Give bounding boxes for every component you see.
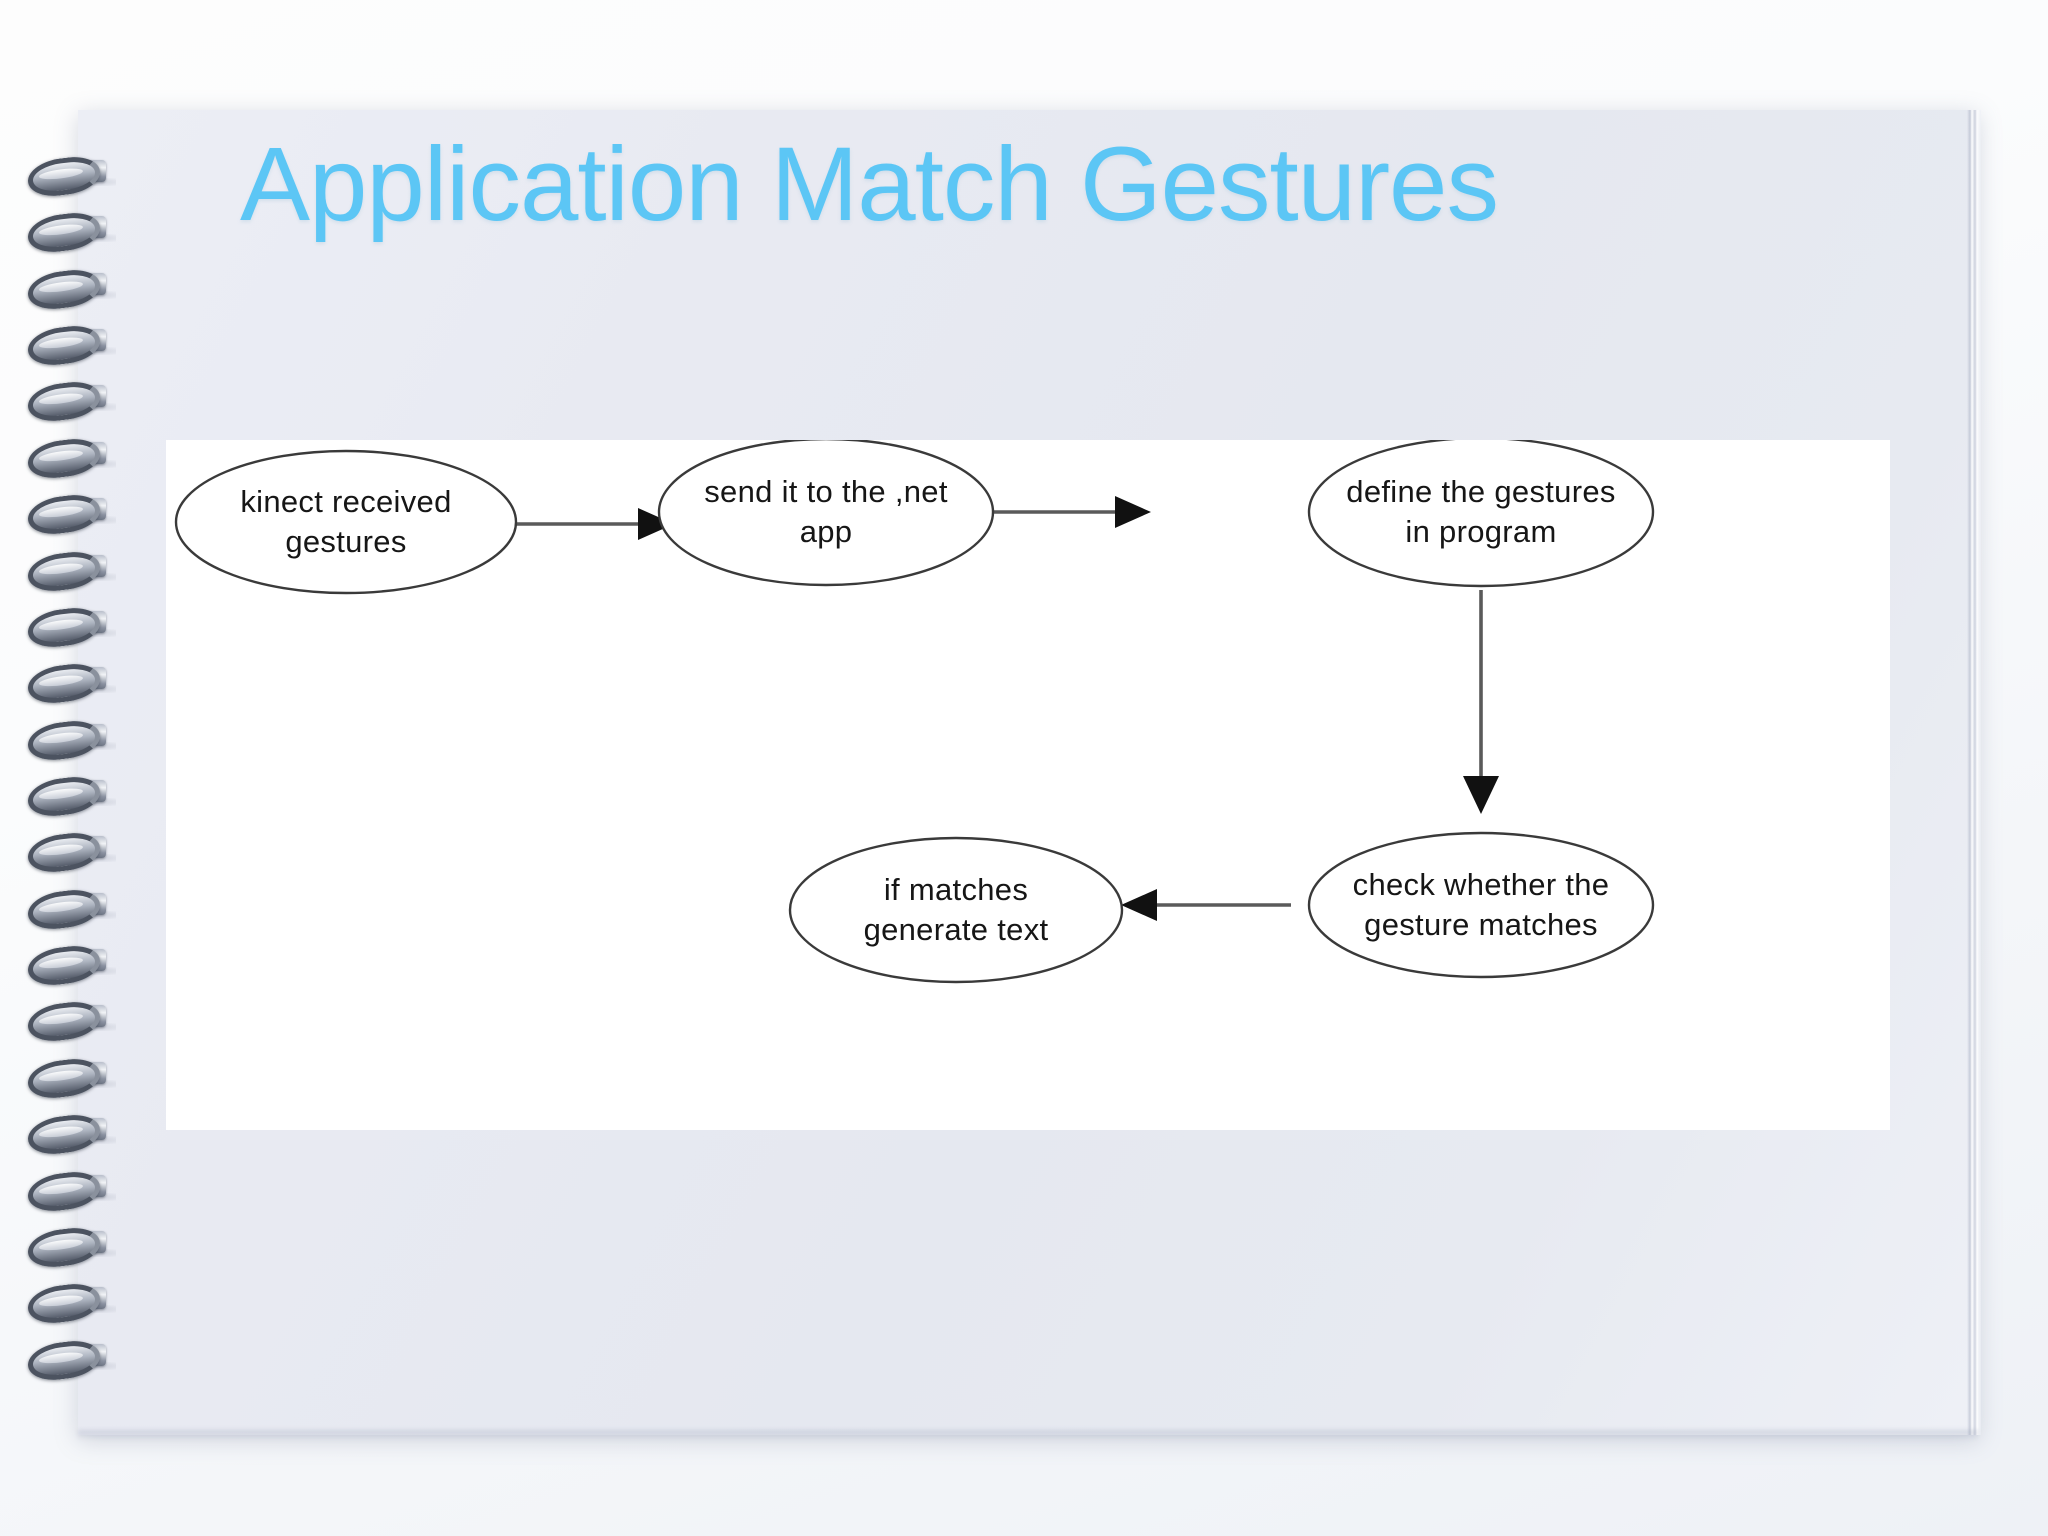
spiral-ring-icon: [20, 153, 128, 200]
spiral-ring-icon: [20, 604, 128, 651]
spiral-ring-wire: [28, 491, 100, 538]
spiral-ring-icon: [20, 1111, 128, 1158]
page-bottom-shadow: [78, 1430, 1978, 1440]
spiral-ring-wire: [28, 717, 100, 764]
spiral-ring-icon: [20, 773, 128, 820]
spiral-ring-icon: [20, 209, 128, 256]
node-check-gesture-matches[interactable]: check whether the gesture matches: [1307, 831, 1655, 979]
spiral-ring-wire: [28, 999, 100, 1045]
node-label-line2: generate text: [864, 912, 1049, 947]
spiral-ring-wire: [28, 942, 100, 989]
edge-check-to-generate: [1121, 889, 1291, 921]
spiral-ring-wire: [28, 1168, 100, 1214]
spiral-ring-wire: [28, 604, 100, 651]
spiral-ring-wire: [28, 886, 100, 933]
node-label-line2: in program: [1405, 514, 1556, 549]
spiral-ring-wire: [28, 435, 100, 482]
spiral-ring-icon: [20, 1224, 128, 1271]
spiral-ring-wire: [28, 322, 100, 369]
edge-dotnet-to-define: [973, 496, 1151, 528]
node-label-line2: app: [800, 514, 853, 549]
spiral-ring-icon: [20, 1280, 128, 1327]
spiral-ring-icon: [20, 999, 128, 1045]
spiral-ring-wire: [28, 266, 100, 313]
spiral-ring-wire: [28, 548, 100, 594]
spiral-ring-icon: [20, 942, 128, 989]
node-label-line2: gestures: [285, 524, 406, 559]
spiral-binding-icon: [20, 153, 140, 1398]
node-if-matches-generate-text[interactable]: if matches generate text: [788, 836, 1124, 984]
spiral-ring-icon: [20, 886, 128, 933]
node-send-to-net-app[interactable]: send it to the ,net app: [657, 440, 995, 587]
spiral-ring-icon: [20, 660, 128, 707]
spiral-ring-icon: [20, 1168, 128, 1214]
spiral-ring-icon: [20, 491, 128, 538]
node-label-line1: kinect received: [240, 484, 451, 519]
spiral-ring-wire: [28, 209, 100, 256]
spiral-ring-wire: [28, 1224, 100, 1271]
spiral-ring-icon: [20, 1337, 128, 1384]
spiral-ring-icon: [20, 266, 128, 313]
spiral-ring-wire: [28, 1280, 100, 1327]
spiral-ring-wire: [28, 379, 100, 425]
spiral-ring-icon: [20, 717, 128, 764]
spiral-ring-wire: [28, 1337, 100, 1384]
spiral-ring-wire: [28, 1111, 100, 1158]
spiral-ring-icon: [20, 548, 128, 594]
spiral-ring-icon: [20, 1055, 128, 1102]
spiral-ring-icon: [20, 829, 128, 876]
spiral-ring-wire: [28, 1055, 100, 1102]
spiral-ring-wire: [28, 773, 100, 820]
node-label-line2: gesture matches: [1364, 907, 1598, 942]
spiral-ring-wire: [28, 829, 100, 876]
edge-define-to-check: [1463, 590, 1499, 814]
diagram-canvas: kinect received gestures send it to the …: [166, 440, 1890, 1130]
node-kinect-received-gestures[interactable]: kinect received gestures: [174, 449, 518, 595]
node-label-line1: check whether the: [1353, 867, 1610, 902]
spiral-ring-icon: [20, 379, 128, 425]
node-label-line1: if matches: [884, 872, 1028, 907]
spiral-ring-wire: [28, 153, 100, 200]
spiral-ring-icon: [20, 435, 128, 482]
page-title: Application Match Gestures: [240, 126, 1499, 243]
node-define-gestures-in-program[interactable]: define the gestures in program: [1307, 440, 1655, 588]
node-label-line1: send it to the ,net: [704, 474, 948, 509]
flowchart-diagram: kinect received gestures send it to the …: [174, 440, 1655, 984]
spiral-ring-icon: [20, 322, 128, 369]
node-label-line1: define the gestures: [1346, 474, 1615, 509]
spiral-ring-wire: [28, 660, 100, 707]
page-edge-stack: [1967, 110, 1981, 1435]
